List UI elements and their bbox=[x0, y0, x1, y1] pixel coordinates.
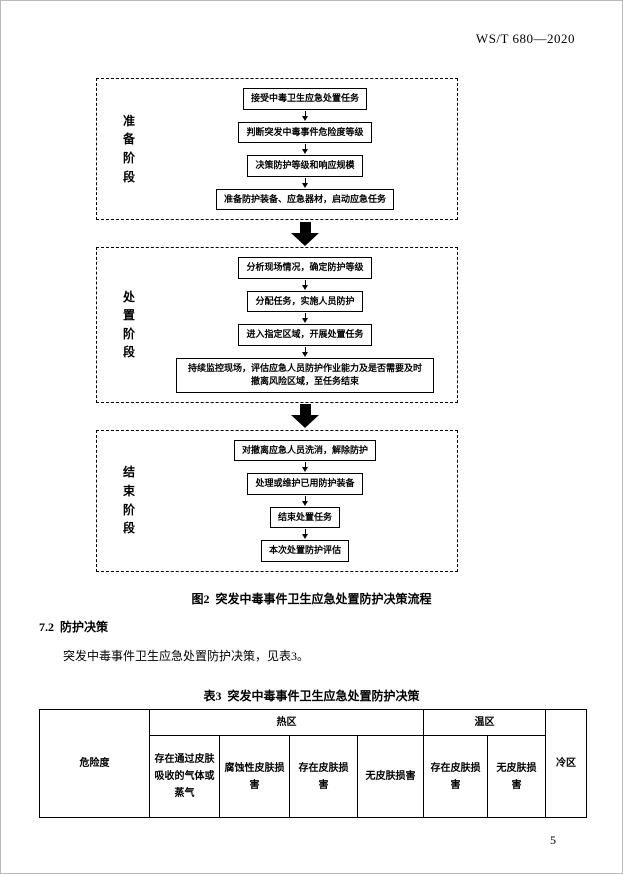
phase-label: 结束阶段 bbox=[123, 465, 136, 536]
table-caption: 表3 突发中毒事件卫生应急处置防护决策 bbox=[203, 689, 420, 703]
table-subheader: 腐蚀性皮肤损害 bbox=[219, 735, 290, 818]
paragraph: 突发中毒事件卫生应急处置防护决策，见表3。 bbox=[63, 649, 310, 663]
flow-step: 判断突发中毒事件危险度等级 bbox=[238, 121, 372, 143]
phase-conclusion: 结束阶段 对撤离应急人员洗消，解除防护 处理或维护已用防护装备 结束处置任务 本… bbox=[96, 429, 458, 572]
flow-step: 结束处置任务 bbox=[269, 506, 340, 528]
flow-step: 接受中毒卫生应急处置任务 bbox=[242, 88, 367, 110]
phase-steps: 对撤离应急人员洗消，解除防护 处理或维护已用防护装备 结束处置任务 本次处置防护… bbox=[157, 439, 453, 562]
table-subheader: 存在皮肤损害 bbox=[289, 735, 358, 818]
flow-step: 持续监控现场，评估应急人员防护作业能力及是否需要及时撤离风险区域，至任务结束 bbox=[176, 357, 434, 393]
down-arrow-icon bbox=[302, 528, 308, 540]
table-header-hot-zone: 热区 bbox=[149, 709, 424, 736]
flow-step: 处理或维护已用防护装备 bbox=[247, 473, 363, 495]
table-subheader: 存在通过皮肤吸收的气体或蒸气 bbox=[149, 735, 220, 818]
down-arrow-icon bbox=[302, 312, 308, 324]
flow-step: 对撤离应急人员洗消，解除防护 bbox=[233, 439, 376, 461]
phase-preparation: 准备阶段 接受中毒卫生应急处置任务 判断突发中毒事件危险度等级 决策防护等级和响… bbox=[96, 78, 458, 220]
down-arrow-icon bbox=[302, 110, 308, 122]
page-number: 5 bbox=[550, 833, 556, 847]
phase-steps: 接受中毒卫生应急处置任务 判断突发中毒事件危险度等级 决策防护等级和响应规模 准… bbox=[157, 88, 453, 210]
table-subheader: 无皮肤损害 bbox=[357, 735, 424, 818]
flow-step: 准备防护装备、应急器材，启动应急任务 bbox=[215, 188, 394, 210]
flow-step: 分析现场情况，确定防护等级 bbox=[238, 257, 372, 279]
standard-code: WS/T 680—2020 bbox=[475, 31, 575, 46]
flow-step: 进入指定区域，开展处置任务 bbox=[238, 324, 372, 346]
table-subheader: 存在皮肤损害 bbox=[423, 735, 488, 818]
flow-step: 决策防护等级和响应规模 bbox=[247, 155, 363, 177]
phase-label-container: 处置阶段 bbox=[101, 257, 157, 393]
phase-label: 准备阶段 bbox=[123, 113, 136, 184]
phase-label-container: 结束阶段 bbox=[101, 440, 157, 562]
phase-disposal: 处置阶段 分析现场情况，确定防护等级 分配任务，实施人员防护 进入指定区域，开展… bbox=[96, 247, 458, 403]
phase-transition bbox=[96, 220, 458, 247]
down-arrow-icon bbox=[302, 177, 308, 189]
table-subheader: 无皮肤损害 bbox=[487, 735, 546, 818]
down-arrow-icon bbox=[302, 279, 308, 291]
phase-transition bbox=[96, 403, 458, 430]
figure-caption: 图2 突发中毒事件卫生应急处置防护决策流程 bbox=[191, 592, 432, 606]
phase-label-container: 准备阶段 bbox=[101, 88, 157, 210]
flow-step: 分配任务，实施人员防护 bbox=[247, 290, 363, 312]
thick-down-arrow-icon bbox=[291, 221, 319, 246]
down-arrow-icon bbox=[302, 461, 308, 473]
table-header-cold-zone: 冷区 bbox=[545, 709, 587, 818]
table-header-risk: 危险度 bbox=[39, 709, 150, 818]
phase-label: 处置阶段 bbox=[123, 289, 136, 360]
phase-steps: 分析现场情况，确定防护等级 分配任务，实施人员防护 进入指定区域，开展处置任务 … bbox=[157, 257, 453, 393]
section-heading: 7.2 防护决策 bbox=[39, 620, 109, 634]
flowchart: 准备阶段 接受中毒卫生应急处置任务 判断突发中毒事件危险度等级 决策防护等级和响… bbox=[96, 78, 458, 572]
thick-down-arrow-icon bbox=[291, 404, 319, 428]
table-header-warm-zone: 温区 bbox=[423, 709, 546, 736]
decision-table: 危险度 热区 温区 冷区 存在通过皮肤吸收的气体或蒸气 腐蚀性皮肤损害 存在皮肤… bbox=[39, 709, 587, 818]
down-arrow-icon bbox=[302, 346, 308, 358]
down-arrow-icon bbox=[302, 143, 308, 155]
flow-step: 本次处置防护评估 bbox=[260, 540, 349, 562]
down-arrow-icon bbox=[302, 495, 308, 507]
